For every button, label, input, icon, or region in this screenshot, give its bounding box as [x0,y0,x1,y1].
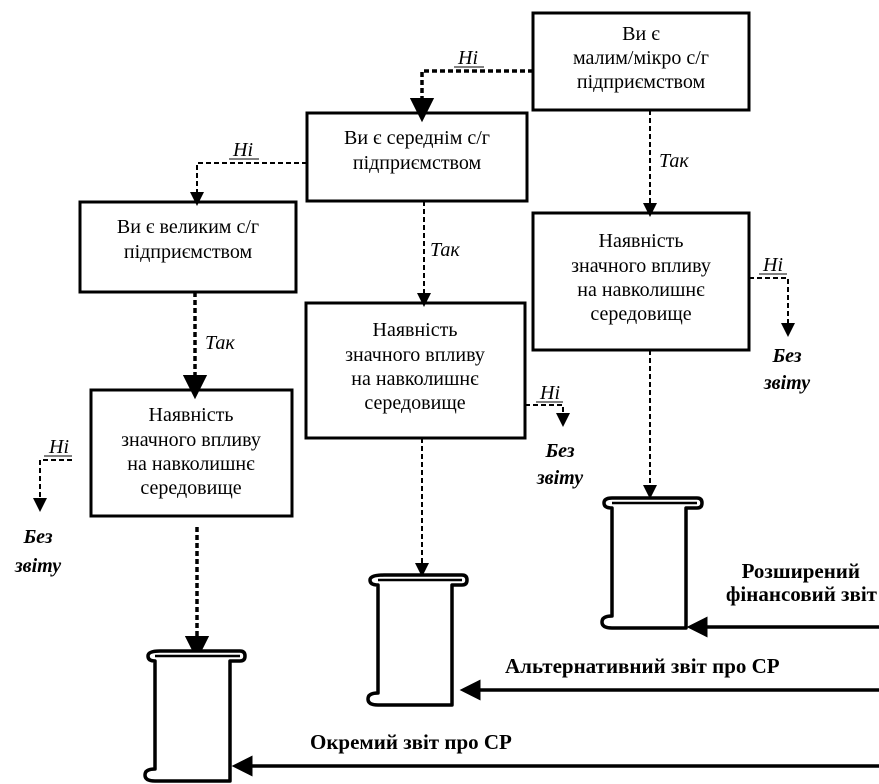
edge-large-to-impact: Так [182,292,235,400]
node-impact-large: Наявність значного впливу на навколишнє … [89,388,294,518]
node-small-micro-line-1: Ви є [622,23,660,45]
document-icon-extended [600,496,704,630]
report-extended: Розширений фінансовий звіт [686,559,879,638]
node-impact-medium-line-2: значного впливу [345,344,485,366]
document-icon-separate [143,649,247,783]
report-separate-label: Окремий звіт про СР [310,730,512,754]
edge-medium-to-impact: Так [417,201,460,307]
edge-impact-medium-no-label: Ні [539,382,560,404]
node-medium-line-2: підприємством [353,152,482,174]
edge-medium-to-impact-label: Так [430,239,460,261]
report-alternative-label: Альтернативний звіт про СР [505,654,780,678]
no-report-small-line-2: звіту [763,372,810,394]
node-impact-small-line-3: на навколишнє [577,279,705,301]
node-impact-medium-line-1: Наявність [373,319,458,341]
edge-small-to-impact-label: Так [659,150,689,172]
no-report-large-line-1: Без [22,526,52,548]
node-small-micro: Ви є малим/мікро с/г підприємством [531,11,751,112]
node-impact-small-line-2: значного впливу [571,255,711,277]
no-report-small-line-1: Без [771,345,801,367]
edge-impact-large-no: Ні Без звіту [14,436,72,577]
no-report-medium-line-2: звіту [536,467,583,489]
node-impact-large-line-4: середовище [140,477,241,499]
edge-small-to-impact: Так [643,110,689,217]
edge-impact-large-no-label: Ні [48,436,69,458]
node-large-line-2: підприємством [124,241,253,263]
document-icon-alternative [366,573,469,707]
node-medium-line-1: Ви є середнім с/г [344,127,490,149]
edge-impact-medium-no: Ні Без звіту [525,382,583,489]
edge-small-to-medium-label: Ні [457,47,478,69]
edge-impact-small-no: Ні Без звіту [749,254,810,394]
node-impact-large-line-1: Наявність [149,404,234,426]
edge-medium-to-large-label: Ні [232,139,253,161]
no-report-large-line-2: звіту [14,555,61,577]
node-large: Ви є великим с/г підприємством [78,200,298,294]
report-extended-line-2: фінансовий звіт [726,582,878,606]
node-impact-medium-line-3: на навколишнє [351,368,479,390]
node-small-micro-line-3: підприємством [577,71,706,93]
report-alternative: Альтернативний звіт про СР [459,654,879,701]
node-medium: Ви є середнім с/г підприємством [305,111,529,203]
edge-impact-small-no-label: Ні [762,254,783,276]
edge-large-to-impact-label: Так [205,332,235,354]
node-small-micro-line-2: малим/мікро с/г [573,47,709,69]
edge-medium-to-large: Ні [190,139,307,206]
node-impact-medium: Наявність значного впливу на навколишнє … [304,301,527,440]
node-impact-medium-line-4: середовище [364,392,465,414]
node-impact-small: Наявність значного впливу на навколишнє … [531,211,751,352]
node-impact-large-line-3: на навколишнє [127,453,255,475]
report-separate: Окремий звіт про СР [231,730,879,777]
node-impact-small-line-1: Наявність [599,230,684,252]
node-impact-small-line-4: середовище [590,303,691,325]
report-extended-line-1: Розширений [742,559,860,583]
node-impact-large-line-2: значного впливу [121,429,261,451]
edge-small-to-medium: Ні [409,47,533,123]
node-large-line-1: Ви є великим с/г [117,216,259,238]
no-report-medium-line-1: Без [544,440,574,462]
